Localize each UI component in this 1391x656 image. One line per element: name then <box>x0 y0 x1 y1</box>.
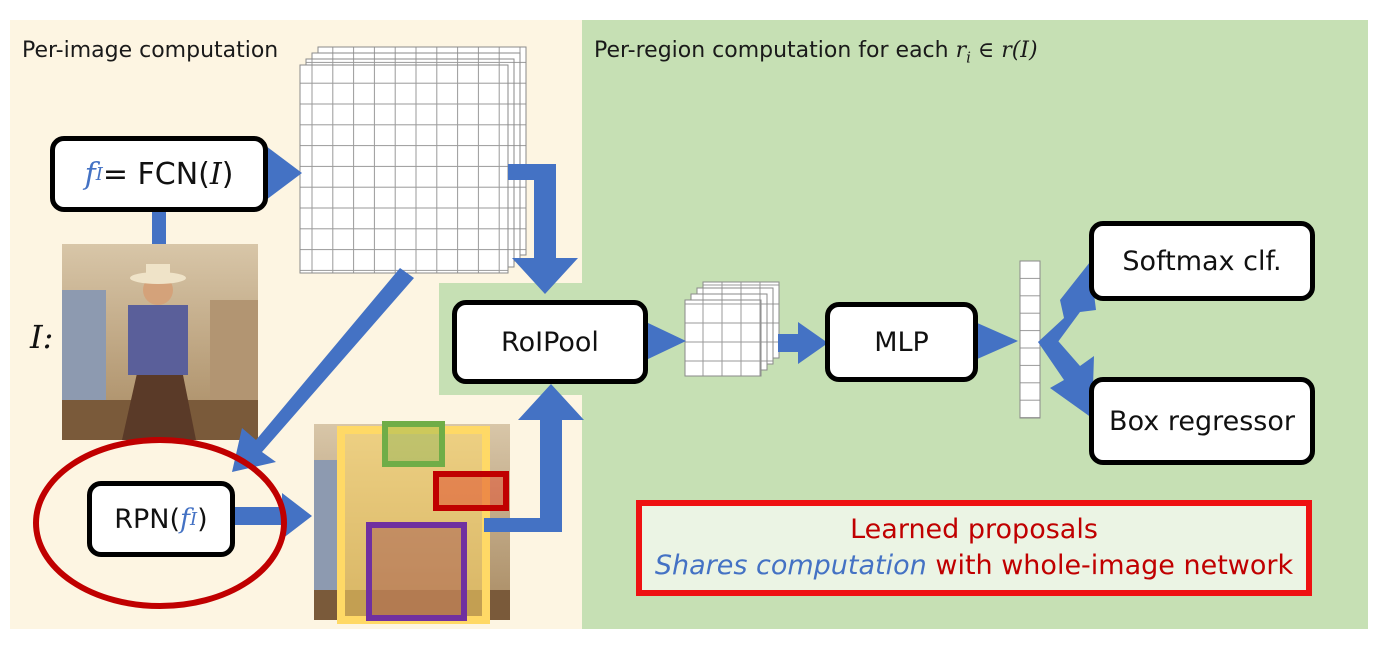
callout-line2: Shares computation with whole-image netw… <box>654 550 1294 581</box>
arrow-features-to-rpn <box>232 268 414 472</box>
input-image-label: I: <box>30 318 54 356</box>
proposal-box-green <box>382 421 445 467</box>
pooled-feature-stack <box>684 281 780 377</box>
fcn-image-connector <box>152 210 166 244</box>
softmax-box: Softmax clf. <box>1089 221 1315 301</box>
mlp-box: MLP <box>825 302 978 382</box>
arrow-features-to-roipool <box>508 164 578 294</box>
arrow-fcn-to-features <box>266 146 302 200</box>
input-image <box>62 244 258 440</box>
per-region-heading: Per-region computation for each ri ∈ r(I… <box>594 38 1038 67</box>
feature-map-stack <box>299 46 527 274</box>
callout-line1: Learned proposals <box>850 514 1098 545</box>
proposal-box-red <box>433 471 509 511</box>
arrow-rpn-to-proposals <box>233 493 312 539</box>
box-regressor-box: Box regressor <box>1089 377 1315 465</box>
proposal-box-purple <box>366 522 467 621</box>
roipool-box: RoIPool <box>452 300 648 384</box>
per-image-heading: Per-image computation <box>22 38 279 63</box>
arrow-vector-to-softmax <box>1038 262 1096 350</box>
learned-proposals-callout: Learned proposals Shares computation wit… <box>636 500 1312 596</box>
arrow-roipool-to-pooled <box>646 322 686 360</box>
arrow-mlp-to-vector <box>975 322 1018 360</box>
arrows <box>232 146 1096 539</box>
arrow-proposals-to-roipool <box>484 384 584 532</box>
proposals-image <box>314 421 510 624</box>
arrow-pooled-to-mlp <box>778 322 828 364</box>
feature-vector <box>1019 260 1041 419</box>
arrow-vector-to-boxreg <box>1038 334 1094 418</box>
rpn-highlight-ellipse <box>33 437 287 609</box>
